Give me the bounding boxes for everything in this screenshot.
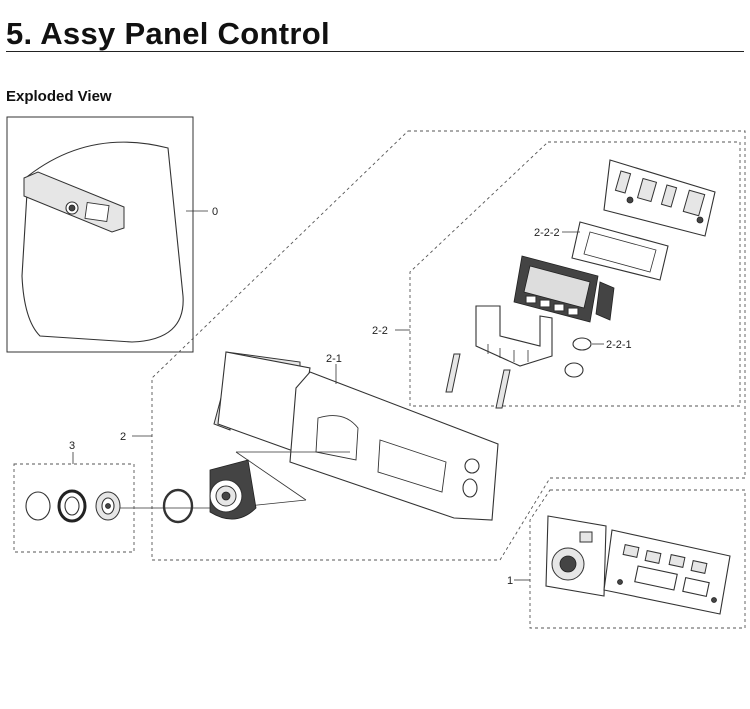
washer-overview — [6, 116, 208, 353]
page-title: 5. Assy Panel Control — [6, 16, 330, 51]
callout-2-2-1: 2-2-1 — [606, 339, 632, 351]
snap-ring — [162, 488, 194, 524]
knob-ring-2-2-1 — [564, 337, 592, 378]
button-strips — [445, 353, 511, 409]
callout-2-1: 2-1 — [326, 353, 342, 365]
group-2-2-outline — [409, 141, 741, 407]
display-module — [513, 255, 615, 323]
callout-2-2: 2-2 — [372, 325, 388, 337]
callout-2-2-2: 2-2-2 — [534, 227, 560, 239]
title-underline — [6, 51, 744, 52]
panel-housing-2-1 — [213, 351, 499, 521]
section-subtitle: Exploded View — [6, 88, 112, 105]
callout-1: 1 — [507, 575, 513, 587]
callout-3: 3 — [69, 440, 75, 452]
knob-housing — [209, 459, 257, 520]
pcb-assembly-1 — [545, 515, 731, 615]
group-3-outline — [13, 463, 135, 553]
callout-2: 2 — [120, 431, 126, 443]
callout-0: 0 — [212, 206, 218, 218]
group-1-outline — [529, 489, 746, 629]
knob-parts — [25, 489, 121, 523]
frame-2-2-2 — [571, 221, 669, 281]
main-pcb-board — [603, 159, 716, 237]
button-membrane — [475, 305, 553, 367]
